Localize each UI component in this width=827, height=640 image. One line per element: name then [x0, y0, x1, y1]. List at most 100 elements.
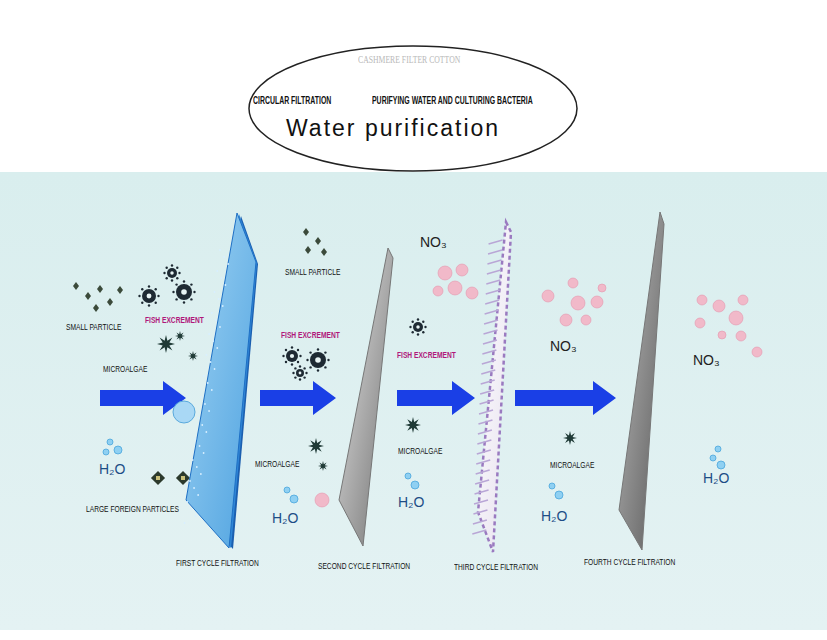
fish-excrement-dot: [422, 331, 424, 333]
filter-stripe: [480, 390, 494, 394]
large-foreign-particle-core: [156, 476, 160, 480]
fish-excrement-dot: [299, 365, 301, 367]
filter-texture: [203, 375, 205, 377]
title-text: Water purification: [286, 116, 500, 141]
fish-excrement-dot: [176, 277, 178, 279]
filter-texture: [212, 340, 214, 342]
filter-stripe: [480, 400, 494, 404]
fish-excrement-dot: [324, 366, 326, 368]
nitrate-particle: [581, 315, 591, 325]
filter-texture: [186, 501, 188, 503]
filter-texture: [196, 466, 198, 468]
fish-excrement-dot: [141, 288, 143, 290]
fish-excrement: [310, 352, 326, 368]
filter-texture: [218, 298, 220, 300]
filter-panel: FOURTH CYCLE FILTRATION: [618, 210, 666, 552]
small-particle: [315, 237, 321, 245]
fish-excrement-dot: [424, 326, 426, 328]
small-particle: [107, 298, 113, 306]
filter-stripe: [479, 410, 493, 414]
filter-texture: [205, 354, 207, 356]
filter-stripe: [485, 310, 499, 314]
water-bubble: [284, 487, 290, 493]
fish-excrement-dot: [163, 272, 165, 274]
large-foreign-particle: [176, 471, 190, 485]
large-foreign-particle-core: [181, 476, 185, 480]
filter-texture: [219, 249, 221, 251]
particle-label: SMALL PARTICLE: [66, 322, 121, 332]
filter-face: [186, 213, 256, 548]
fish-excrement-core: [290, 354, 294, 358]
algae-label: MICROALGAE: [550, 460, 594, 470]
small-particle: [305, 246, 311, 254]
filter-texture: [189, 480, 191, 482]
filter-stripe: [487, 260, 501, 264]
nitrate-particle: [591, 296, 603, 308]
filter-panel: THIRD CYCLE FILTRATION: [477, 220, 513, 554]
filter-stripe: [472, 530, 486, 534]
filter-panel-outline: [185, 211, 258, 550]
water-label: H₂O: [99, 462, 125, 477]
fish-excrement-dot: [138, 295, 140, 297]
subtitle-text: PURIFYING WATER AND CULTURING BACTERIA: [372, 95, 533, 107]
fish-excrement-dot: [294, 376, 296, 378]
particle-label: SMALL PARTICLE: [285, 267, 340, 277]
fish-excrement-dot: [297, 361, 299, 363]
fish-excrement-core: [181, 289, 187, 295]
water-bubble: [411, 481, 419, 489]
water-label: H₂O: [541, 509, 567, 524]
filter-texture: [204, 403, 206, 405]
water-label: H₂O: [703, 471, 729, 486]
nitrate-particle: [448, 281, 462, 295]
fish-excrement-core: [147, 294, 152, 299]
fish-excrement-dot: [306, 359, 308, 361]
fish-excrement: [142, 289, 156, 303]
fish-excrement-dot: [176, 266, 178, 268]
filter-stripe: [486, 290, 500, 294]
filter-stripe: [486, 280, 500, 284]
filter-face: [478, 222, 511, 552]
algae-label: MICROALGAE: [398, 446, 442, 456]
algae-label: MICROALGAE: [255, 459, 299, 469]
fish-excrement-dot: [175, 298, 177, 300]
small-particle: [303, 228, 309, 236]
flow-arrow: [397, 381, 475, 415]
filter-texture: [203, 452, 205, 454]
filter-texture: [215, 319, 217, 321]
fish-excrement: [296, 369, 304, 377]
fish-excrement-dot: [299, 355, 301, 357]
fish-excrement-dot: [155, 302, 157, 304]
fish-excrement-dot: [297, 349, 299, 351]
microalgae: [405, 417, 421, 433]
excrement-label: FISH EXCREMENT: [281, 330, 340, 340]
water-bubble: [290, 495, 298, 503]
fish-excrement-dot: [317, 369, 319, 371]
filter-texture: [219, 326, 221, 328]
water-bubble: [555, 491, 563, 499]
microalgae: [318, 461, 328, 471]
filter-texture: [193, 487, 195, 489]
filter-texture: [222, 305, 224, 307]
fish-excrement: [286, 350, 298, 362]
microalgae: [175, 331, 185, 341]
fish-excrement-dot: [291, 346, 293, 348]
filter-stripe: [484, 320, 498, 324]
filter-texture: [197, 494, 199, 496]
small-particle: [321, 248, 327, 256]
filter-texture: [199, 445, 201, 447]
diagram-panel: [0, 172, 827, 630]
fish-excrement-dot: [285, 361, 287, 363]
filter-texture: [192, 459, 194, 461]
filter-texture: [225, 284, 227, 286]
fish-excrement-dot: [165, 266, 167, 268]
filter-stripe: [484, 330, 498, 334]
nitrate-particle: [718, 331, 726, 339]
water-bubble: [405, 473, 411, 479]
water-bubble: [107, 439, 113, 445]
filter-stripe: [483, 340, 497, 344]
filter-stripe: [477, 450, 491, 454]
nitrate-particle: [738, 295, 748, 305]
nitrate-particle: [466, 287, 478, 299]
fish-excrement-dot: [183, 301, 185, 303]
